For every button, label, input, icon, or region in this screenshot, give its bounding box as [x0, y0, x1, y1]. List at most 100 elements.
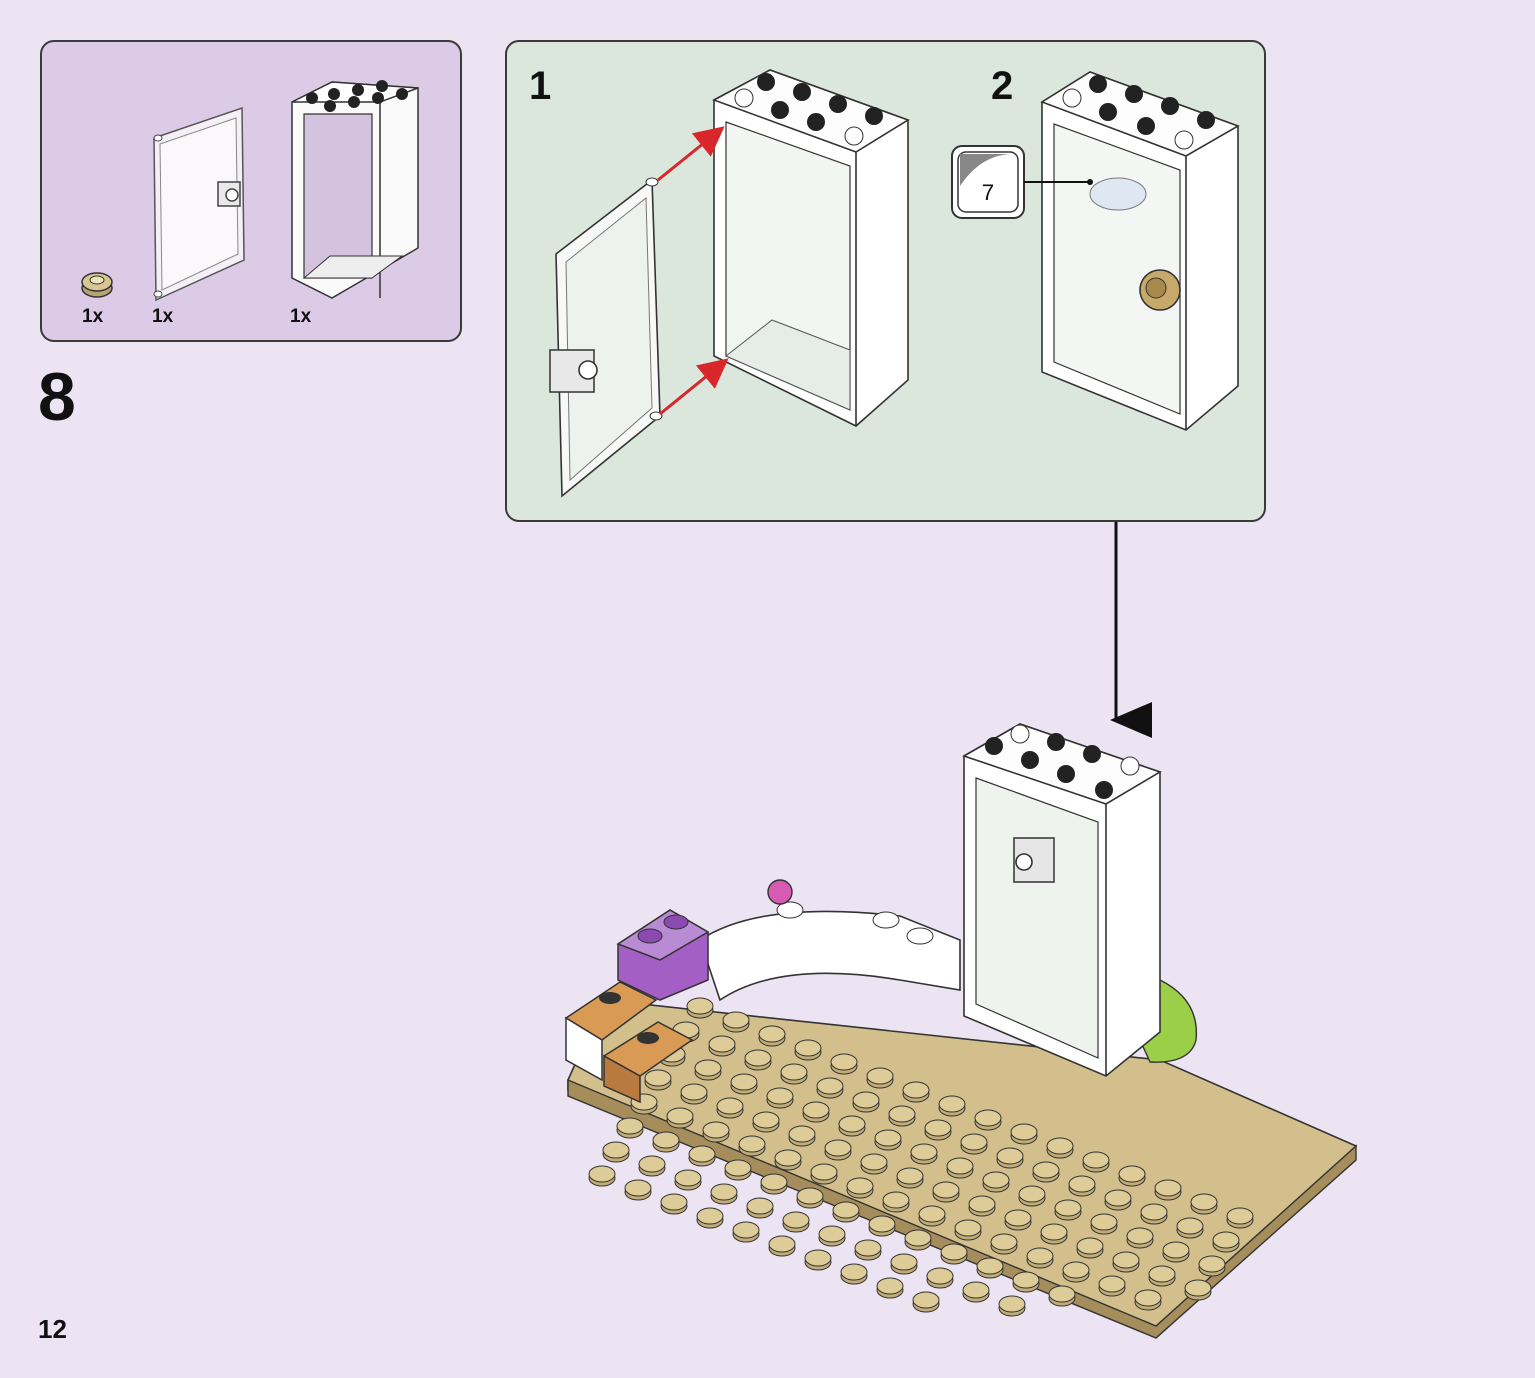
stud-top	[954, 1219, 982, 1237]
stud-top	[1212, 1231, 1240, 1249]
stud-top	[938, 1095, 966, 1113]
stud-top	[1098, 1275, 1126, 1293]
stud-top	[960, 1133, 988, 1151]
parts-illustration	[81, 80, 419, 302]
stud-top	[688, 1145, 716, 1163]
substep-2-number: 2	[991, 64, 1014, 108]
stud-top	[760, 1173, 788, 1191]
stud-top	[1104, 1189, 1132, 1207]
stud-top	[910, 1143, 938, 1161]
stud-top	[758, 1025, 786, 1043]
substep-2-frame	[1040, 71, 1240, 431]
stud-top	[918, 1205, 946, 1223]
stud-top	[976, 1257, 1004, 1275]
stud-top	[1062, 1261, 1090, 1279]
stud-top	[1032, 1161, 1060, 1179]
stud-top	[796, 1187, 824, 1205]
stud-top	[1026, 1247, 1054, 1265]
page-number: 12	[38, 1314, 67, 1344]
stud-top	[926, 1267, 954, 1285]
substep-1-door	[549, 177, 663, 498]
stud-top	[838, 1115, 866, 1133]
sticker-callout	[951, 145, 1093, 219]
stud-top	[1040, 1223, 1068, 1241]
stud-top	[1190, 1193, 1218, 1211]
stud-top	[1054, 1199, 1082, 1217]
stud-top	[890, 1253, 918, 1271]
stud-top	[946, 1157, 974, 1175]
stud-top	[852, 1091, 880, 1109]
stud-top	[1010, 1123, 1038, 1141]
stud-top	[896, 1167, 924, 1185]
stud-top	[724, 1159, 752, 1177]
stud-top	[924, 1119, 952, 1137]
stud-top	[1176, 1217, 1204, 1235]
stud-top	[638, 1155, 666, 1173]
open-sign-sticker-icon	[1089, 177, 1147, 211]
stud-top	[998, 1295, 1026, 1313]
stud-top	[1112, 1251, 1140, 1269]
transparent-door-icon	[153, 106, 245, 302]
stud-top	[868, 1215, 896, 1233]
stud-top	[974, 1109, 1002, 1127]
stud-top	[904, 1229, 932, 1247]
substep-1-number: 1	[529, 64, 552, 108]
stud-top	[788, 1125, 816, 1143]
stud-top	[962, 1281, 990, 1299]
part-qty-door: 1x	[152, 306, 174, 327]
stud-top	[996, 1147, 1024, 1165]
stud-top	[1076, 1237, 1104, 1255]
step-number: 8	[38, 359, 76, 435]
stud-top	[716, 1097, 744, 1115]
stud-top	[846, 1177, 874, 1195]
stud-top	[1184, 1279, 1212, 1297]
stud-top	[1226, 1207, 1254, 1225]
stud-top	[722, 1011, 750, 1029]
parts-list-panel: 1x 1x 1x	[40, 40, 462, 342]
substep-1-frame	[712, 69, 910, 427]
stud-top	[794, 1039, 822, 1057]
stud-top	[1148, 1265, 1176, 1283]
stud-top	[802, 1101, 830, 1119]
stud-top	[782, 1211, 810, 1229]
stud-top	[1082, 1151, 1110, 1169]
stud-top	[818, 1225, 846, 1243]
sticker-page-icon	[960, 154, 1010, 186]
stud-top	[652, 1131, 680, 1149]
steps-bricks	[564, 909, 710, 1104]
stud-top	[624, 1179, 652, 1197]
assembly-arrow-top	[657, 126, 725, 182]
assembly-arrow-bottom	[659, 358, 729, 416]
stud-top	[940, 1243, 968, 1261]
stud-top	[832, 1201, 860, 1219]
tan-round-tile-icon	[81, 272, 113, 298]
stud-top	[768, 1235, 796, 1253]
placed-door-frame	[962, 723, 1162, 1077]
stud-top	[666, 1107, 694, 1125]
stud-top	[602, 1141, 630, 1159]
stud-top	[1154, 1179, 1182, 1197]
curved-wall	[699, 879, 961, 1002]
pink-flower-icon	[767, 879, 793, 905]
stud-top	[1018, 1185, 1046, 1203]
stud-top	[860, 1153, 888, 1171]
stud-top	[982, 1171, 1010, 1189]
stud-top	[674, 1169, 702, 1187]
stud-top	[874, 1129, 902, 1147]
stud-top	[588, 1165, 616, 1183]
stud-top	[732, 1221, 760, 1239]
stud-top	[766, 1087, 794, 1105]
stud-top	[1048, 1285, 1076, 1303]
stud-top	[744, 1049, 772, 1067]
part-qty-tile: 1x	[82, 306, 104, 327]
stud-top	[888, 1105, 916, 1123]
stud-top	[680, 1083, 708, 1101]
stud-top	[710, 1183, 738, 1201]
stud-top	[816, 1077, 844, 1095]
stud-top	[804, 1249, 832, 1267]
stud-top	[730, 1073, 758, 1091]
stud-top	[660, 1193, 688, 1211]
stud-top	[774, 1149, 802, 1167]
stud-top	[1126, 1227, 1154, 1245]
stud-top	[1134, 1289, 1162, 1307]
